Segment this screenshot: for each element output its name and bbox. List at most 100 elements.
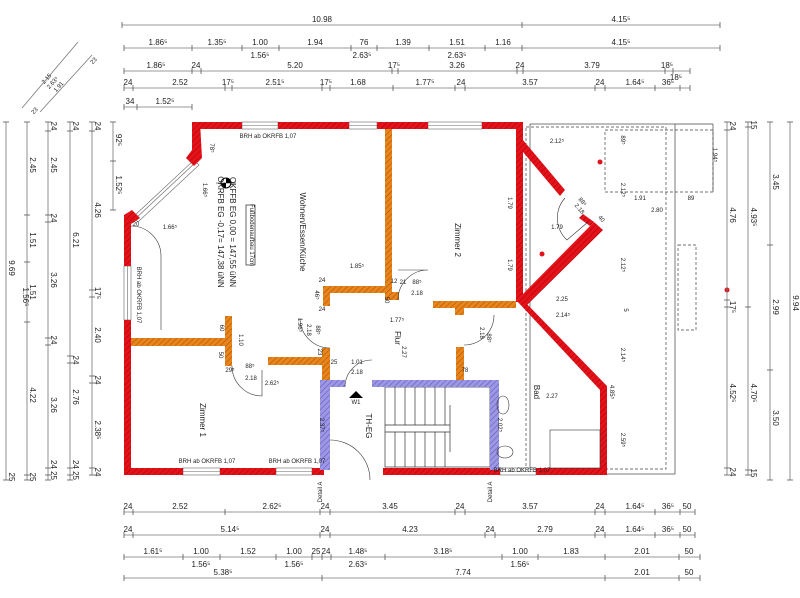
bottom-dimension-sub: 1.56⁵ [192, 560, 211, 569]
bottom-dimension-label: 5.14⁵ [221, 525, 240, 534]
room-label-stair: TH-EG [364, 414, 373, 439]
room-label-zimmer-1: Zimmer 1 [198, 403, 207, 437]
bottom-dimension-label: 36⁵ [662, 525, 674, 534]
interior-dimension-label: 2.25 [556, 297, 568, 303]
interior-dimension-label: 2.18 [351, 370, 363, 376]
door-swings[interactable] [130, 197, 589, 481]
left-dimension-label: 1.51 [28, 284, 37, 300]
bottom-dimension-sub: 1.56⁵ [285, 560, 304, 569]
bottom-dimension-label: 1.00 [193, 547, 209, 556]
floor-build-box [245, 204, 256, 266]
left-dimension-sub: 1.56⁵ [21, 288, 30, 307]
floor-build-label: Fußbodenaufbau 17cm [248, 204, 254, 266]
entrance-marker-label: W1 [352, 400, 362, 406]
top-dimension-label: 24 [192, 61, 201, 70]
interior-dimension-label: 29⁵ [225, 367, 235, 374]
interior-dimension-label: 2.14⁵ [619, 348, 626, 363]
left-dimension-label: 3.26 [49, 272, 58, 288]
interior-dimension-label: 1.79 [506, 197, 512, 209]
bottom-dimension-label: 2.01 [634, 568, 650, 577]
top-dimension-label: 1.86⁵ [149, 38, 168, 47]
top-dimension-label: 76 [360, 38, 369, 47]
top-dimension-label: 34 [126, 97, 135, 106]
bottom-dimension-label: 50 [685, 568, 694, 577]
left-dimension-label: 24 [49, 122, 58, 131]
top-dimension-label: 24 [516, 61, 525, 70]
right-dimension-label: 2.99 [771, 299, 780, 315]
interior-dimension-label: 40 [596, 215, 605, 224]
exterior-walls [124, 122, 607, 475]
left-dimension-label: 24 [71, 356, 80, 365]
left-dimension-label: 2.76 [71, 389, 80, 405]
entrance-arrow-icon [349, 391, 363, 398]
right-dimension-label: 4.70⁵ [749, 384, 758, 403]
bottom-dimension-label: 2.79 [537, 525, 553, 534]
bottom-dimension-label: 1.83 [563, 547, 579, 556]
left-dimension-label: 24 [93, 468, 102, 477]
bottom-dimension-label: 2.62⁵ [263, 502, 282, 511]
bottom-dimension-label: 36⁵ [662, 502, 674, 511]
bottom-dimension-label: 50 [683, 502, 692, 511]
bottom-dimension-label: 24 [322, 547, 331, 556]
interior-dimension-label: 2.12⁵ [550, 138, 565, 145]
bottom-dimension-sub: 1.56⁵ [511, 560, 530, 569]
interior-dimension-label: 89⁵ [619, 135, 626, 145]
right-dimension-label: 4.76 [728, 207, 737, 223]
interior-dimension-label: 2.18 [245, 376, 257, 382]
outlet-icons [539, 159, 730, 293]
sill-height-label: BRH ab OKRFB 1,07 [179, 459, 236, 465]
top-dimension-label: 10.98 [312, 15, 333, 24]
bottom-dimension-label: 24 [124, 502, 133, 511]
interior-dimension-label: 1.77⁵ [390, 317, 405, 324]
bottom-dimension-label: 5.38⁵ [214, 568, 233, 577]
interior-dimension-label: 88⁵ [245, 363, 255, 370]
bottom-dimension-label: 1.00 [286, 547, 302, 556]
top-dimension-sub: 2.63⁵ [353, 51, 372, 60]
left-dimension-label: 24 [71, 122, 80, 131]
interior-dimension-label: 5 [622, 308, 628, 312]
left-dimension-label: 24 [93, 376, 102, 385]
top-dimension-label: 1.77⁵ [416, 78, 435, 87]
bottom-dimension-label: 50 [683, 525, 692, 534]
interior-dimension-label: 1.94⁵ [711, 148, 718, 163]
room-label-living: Wohnen/Essen/Küche [298, 192, 307, 272]
top-dimension-label: 1.52⁵ [156, 97, 175, 106]
interior-dimension-label: 24 [319, 307, 326, 313]
top-dimension-label: 17⁵ [222, 78, 234, 87]
room-label-zimmer-2: Zimmer 2 [453, 223, 462, 257]
bottom-dimension-label: 3.57 [522, 502, 538, 511]
left-dimension-label: 24 25 [71, 460, 80, 481]
right-dimension-label: 3.50 [771, 410, 780, 426]
bottom-dimension-label: 25 [312, 547, 321, 556]
detail-a-label: Detail A [488, 482, 494, 503]
interior-dimension-label: 60 [218, 325, 224, 332]
left-dimension-label: 6.21 [71, 232, 80, 248]
top-dimension-label: 1.51 [449, 38, 465, 47]
interior-dimension-label: 2.18 [478, 327, 484, 339]
diagonal-dimension-label: 23 [90, 56, 99, 65]
interior-dimension-label: 78 [462, 368, 469, 374]
top-dimension-label: 1.16 [495, 38, 511, 47]
interior-walls [131, 129, 516, 380]
level-okffb-label: OKFFB EG 0,00 = 147,55 üNN [228, 177, 237, 287]
interior-dimension-label: 20 [133, 222, 140, 228]
left-dimension-label: 24 25 [49, 460, 58, 481]
top-dimension-label: 4.15⁵ [612, 15, 631, 24]
bottom-dimension-label: 4.23 [402, 525, 418, 534]
bottom-dimension-label: 24 [124, 525, 133, 534]
interior-dimension-label: 2.27 [546, 394, 558, 400]
left-dimension-label: 25 [7, 473, 16, 482]
left-dimension-label: 9.69 [7, 260, 16, 276]
left-dimension-label: 24 [49, 214, 58, 223]
left-dimension-label: 4.22 [28, 387, 37, 403]
right-dimension-label: 3.45 [771, 174, 780, 190]
washbasin [496, 395, 510, 415]
bottom-dimension-label: 3.45 [382, 502, 398, 511]
right-dimension-label: 15 [749, 121, 758, 130]
interior-dimension-label: 4.85⁵ [608, 385, 615, 400]
bottom-dimension-label: 1.48⁵ [349, 547, 368, 556]
staircase[interactable] [384, 386, 491, 468]
top-dimension-label: 36⁵ [662, 78, 674, 87]
